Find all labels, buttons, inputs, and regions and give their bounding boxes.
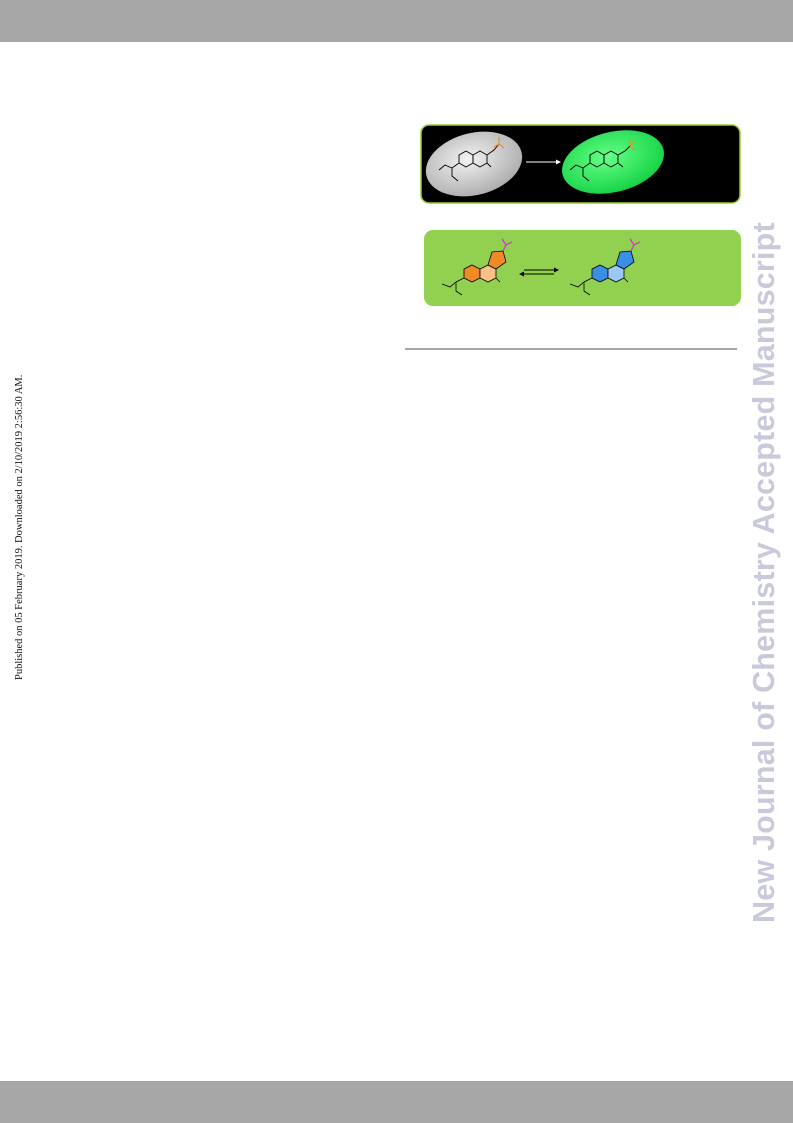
molecule-orange-form [441, 238, 513, 296]
aldehyde-group-orange [493, 137, 505, 149]
footer-bar [0, 1081, 793, 1123]
equilibrium-arrows [524, 269, 554, 275]
header-bar [0, 0, 793, 42]
fluorescent-ellipse [562, 130, 664, 194]
journal-watermark: New Journal of Chemistry Accepted Manusc… [747, 222, 781, 923]
graphical-abstract [420, 124, 741, 306]
product-group-orange [629, 139, 636, 151]
coumarin-molecule-left [438, 143, 500, 182]
publication-note: Published on 05 February 2019. Downloade… [14, 374, 25, 680]
molecule-blue-form [569, 238, 641, 296]
section-divider [405, 348, 737, 350]
coumarin-molecule-right [569, 145, 631, 182]
equilibrium-panel [424, 230, 741, 306]
